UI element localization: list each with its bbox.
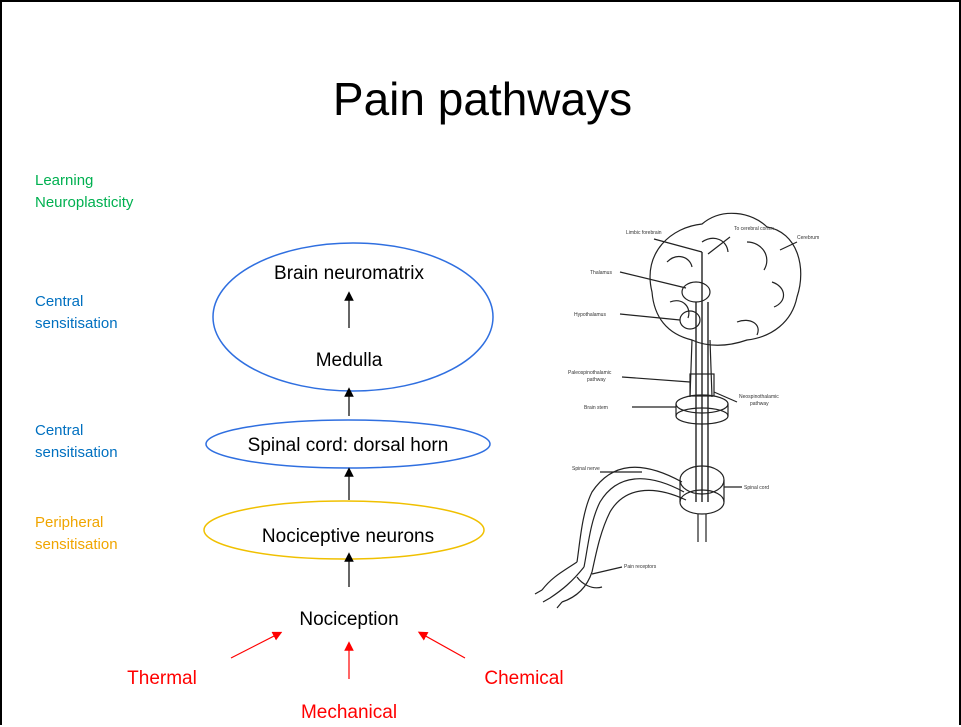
label-neospinothalamic-2: pathway bbox=[750, 401, 769, 407]
label-spinal-cord: Spinal cord bbox=[744, 485, 769, 491]
node-brain-neuromatrix: Brain neuromatrix bbox=[274, 263, 424, 284]
spinothalamic-pathways bbox=[696, 252, 708, 502]
label-cerebrum: Cerebrum bbox=[797, 235, 819, 241]
node-nociception: Nociception bbox=[299, 609, 398, 630]
arrow-chemical bbox=[422, 634, 465, 658]
label-neospinothalamic: Neospinothalamic bbox=[739, 394, 779, 400]
label-paleospinothalamic-2: pathway bbox=[587, 377, 606, 383]
label-paleospinothalamic: Paleospinothalamic bbox=[568, 370, 612, 376]
stimulus-mechanical: Mechanical bbox=[301, 702, 397, 723]
anatomy-labels: Limbic forebrain To cerebral cortex Cere… bbox=[568, 226, 819, 570]
node-spinal-cord: Spinal cord: dorsal horn bbox=[248, 435, 449, 456]
label-limbic: Limbic forebrain bbox=[626, 230, 662, 236]
label-cortex: To cerebral cortex bbox=[734, 226, 774, 232]
node-medulla: Medulla bbox=[316, 350, 383, 371]
stimulus-thermal: Thermal bbox=[127, 668, 197, 689]
label-thalamus: Thalamus bbox=[590, 270, 612, 276]
thalamus-shape bbox=[682, 282, 710, 302]
cerebrum-outline bbox=[650, 213, 801, 345]
spinal-nerve bbox=[577, 467, 686, 572]
label-brainstem: Brain stem bbox=[584, 405, 608, 411]
label-spinal-nerve: Spinal nerve bbox=[572, 466, 600, 472]
arrow-thermal bbox=[231, 634, 278, 658]
label-hypothalamus: Hypothalamus bbox=[574, 312, 606, 318]
hypothalamus-shape bbox=[680, 311, 700, 329]
node-nociceptive-neurons: Nociceptive neurons bbox=[262, 526, 434, 547]
anatomy-illustration bbox=[535, 213, 801, 608]
pain-receptors bbox=[535, 562, 602, 608]
stimulus-chemical: Chemical bbox=[484, 668, 563, 689]
label-pain-receptors: Pain receptors bbox=[624, 564, 657, 570]
